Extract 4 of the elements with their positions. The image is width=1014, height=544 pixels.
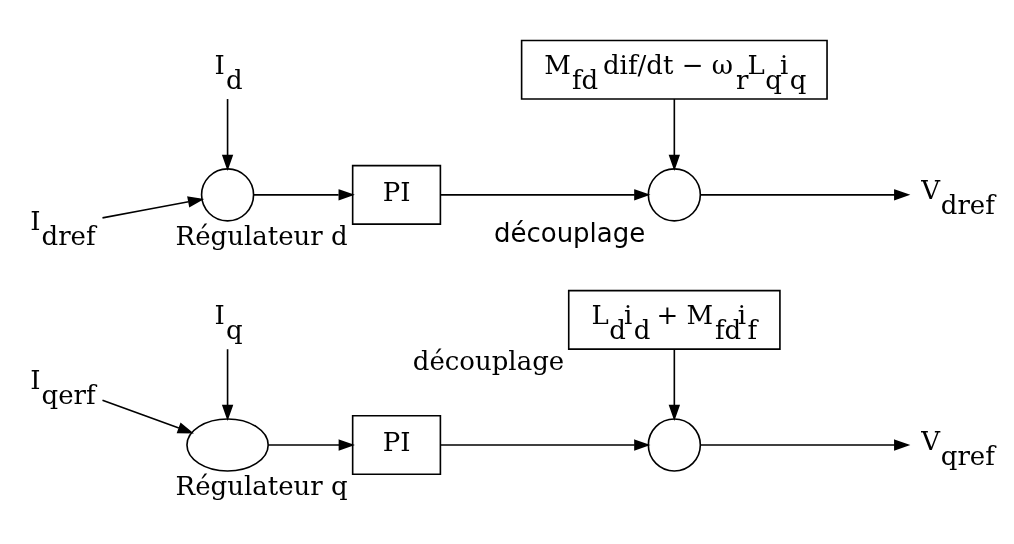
node-label: Régulateur q [175,471,348,502]
node-label: découplage [494,217,646,248]
node-label: Régulateur d [175,220,348,251]
node-label: découplage [412,345,565,376]
